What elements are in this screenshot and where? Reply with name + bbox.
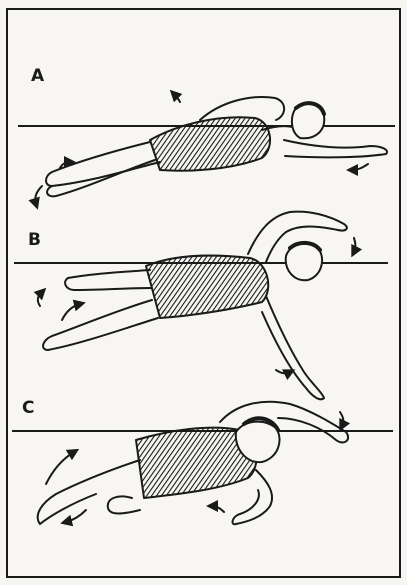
swimmer-figure-a <box>35 94 387 204</box>
swimmer-figure-b <box>38 212 356 400</box>
panel-label-c: C <box>22 398 35 418</box>
panel-label-b: B <box>28 230 41 250</box>
swimmer-figure-c <box>38 402 348 525</box>
panel-label-a: A <box>31 66 45 86</box>
